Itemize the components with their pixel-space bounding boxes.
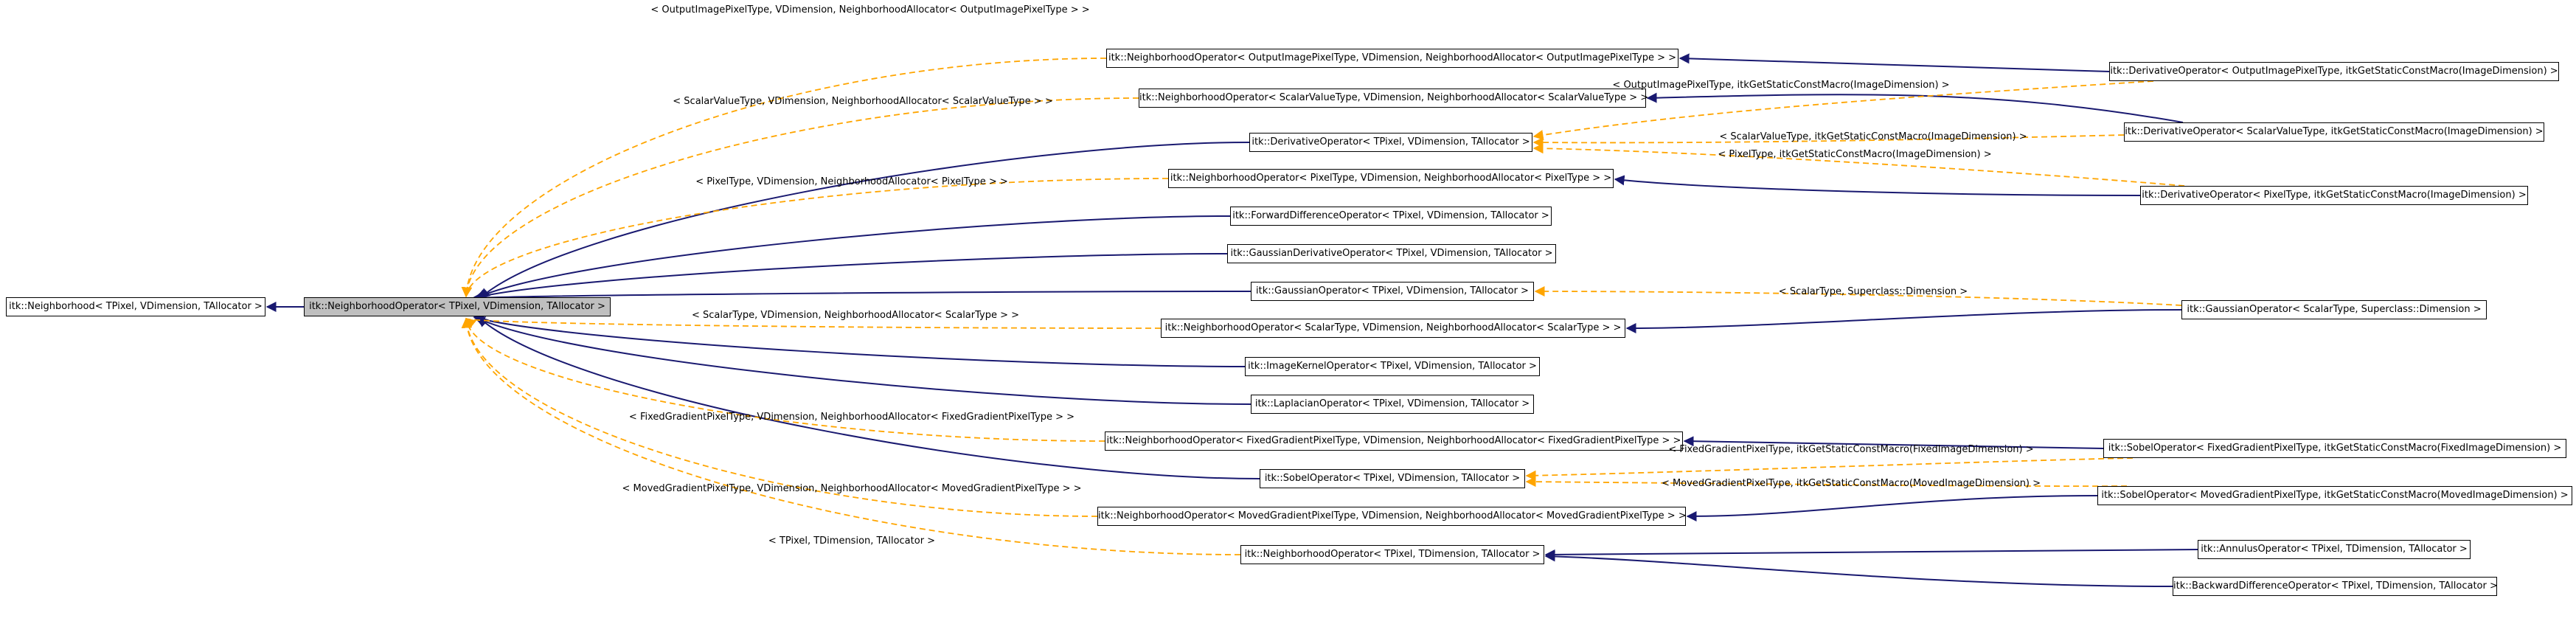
- edge-label-derivative-output: < OutputImagePixelType, itkGetStaticCons…: [1612, 80, 1950, 91]
- edge-inherit-no-scalar: [1625, 309, 2182, 333]
- edge-template-derivative-scalarvalue: [1532, 134, 2125, 148]
- node-derivative-operator-scalarvalue[interactable]: itk::DerivativeOperator< ScalarValueType…: [2124, 122, 2544, 142]
- node-derivative-operator[interactable]: itk::DerivativeOperator< TPixel, VDimens…: [1249, 133, 1532, 152]
- edge-inherit-derivative: [479, 142, 1250, 299]
- edge-inherit-laplacian: [474, 316, 1251, 405]
- edge-label-gaussian-scalar: < ScalarType, Superclass::Dimension >: [1778, 286, 1968, 297]
- edge-label-output: < OutputImagePixelType, VDimension, Neig…: [650, 4, 1090, 15]
- edge-inherit-sobel: [477, 316, 1260, 479]
- node-neighborhood-operator-output[interactable]: itk::NeighborhoodOperator< OutputImagePi…: [1106, 49, 1678, 68]
- node-neighborhood-operator[interactable]: itk::NeighborhoodOperator< TPixel, VDime…: [304, 297, 611, 316]
- edge-template-fixed: [462, 317, 1105, 442]
- node-laplacian-operator[interactable]: itk::LaplacianOperator< TPixel, VDimensi…: [1251, 395, 1534, 414]
- edge-label-pixel: < PixelType, VDimension, NeighborhoodAll…: [695, 176, 1008, 187]
- edge-inherit-image-kernel: [473, 314, 1246, 367]
- node-backward-difference-operator[interactable]: itk::BackwardDifferenceOperator< TPixel,…: [2173, 577, 2498, 596]
- edge-label-sobel-fixed: < FixedGradientPixelType, itkGetStaticCo…: [1668, 444, 2034, 455]
- edge-label-scalarvalue: < ScalarValueType, VDimension, Neighborh…: [673, 96, 1053, 107]
- node-gaussian-derivative-operator[interactable]: itk::GaussianDerivativeOperator< TPixel,…: [1227, 244, 1556, 263]
- edge-inherit-no-tdim-annulus: [1544, 549, 2198, 560]
- node-sobel-operator[interactable]: itk::SobelOperator< TPixel, VDimension, …: [1260, 469, 1525, 488]
- edge-label-derivative-scalarvalue: < ScalarValueType, itkGetStaticConstMacr…: [1719, 131, 2027, 142]
- edge-template-output: [461, 58, 1107, 298]
- node-neighborhood-operator-scalar[interactable]: itk::NeighborhoodOperator< ScalarType, V…: [1161, 319, 1625, 338]
- edge-label-fixed: < FixedGradientPixelType, VDimension, Ne…: [628, 412, 1075, 423]
- node-derivative-operator-output[interactable]: itk::DerivativeOperator< OutputImagePixe…: [2109, 62, 2559, 81]
- edge-inherit-no-pixel: [1614, 175, 2141, 196]
- edge-label-tdimension: < TPixel, TDimension, TAllocator >: [768, 535, 936, 547]
- edge-template-scalarvalue: [461, 97, 1139, 298]
- node-sobel-operator-moved[interactable]: itk::SobelOperator< MovedGradientPixelTy…: [2097, 486, 2572, 505]
- node-neighborhood-operator-scalarvalue[interactable]: itk::NeighborhoodOperator< ScalarValueTy…: [1139, 89, 1648, 108]
- node-derivative-operator-pixel[interactable]: itk::DerivativeOperator< PixelType, itkG…: [2140, 186, 2528, 205]
- edge-label-sobel-moved: < MovedGradientPixelType, itkGetStaticCo…: [1661, 478, 2041, 489]
- node-forward-difference-operator[interactable]: itk::ForwardDifferenceOperator< TPixel, …: [1230, 207, 1552, 226]
- edge-label-derivative-pixel: < PixelType, itkGetStaticConstMacro(Imag…: [1718, 149, 1992, 160]
- edge-inherit-no-output: [1678, 53, 2110, 72]
- node-sobel-operator-fixed[interactable]: itk::SobelOperator< FixedGradientPixelTy…: [2103, 439, 2566, 458]
- node-neighborhood[interactable]: itk::Neighborhood< TPixel, VDimension, T…: [6, 297, 265, 316]
- edge-inherit-no-moved: [1686, 495, 2098, 521]
- node-gaussian-operator[interactable]: itk::GaussianOperator< TPixel, VDimensio…: [1251, 282, 1534, 301]
- edge-template-moved: [461, 317, 1098, 517]
- edge-template-derivative-pixel: [1532, 143, 2185, 187]
- edge-template-scalar: [465, 318, 1162, 329]
- node-image-kernel-operator[interactable]: itk::ImageKernelOperator< TPixel, VDimen…: [1245, 357, 1540, 376]
- node-annulus-operator[interactable]: itk::AnnulusOperator< TPixel, TDimension…: [2198, 540, 2471, 559]
- node-neighborhood-operator-moved[interactable]: itk::NeighborhoodOperator< MovedGradient…: [1097, 507, 1687, 526]
- edge-inherit-no-fixed: [1683, 436, 2104, 449]
- edge-label-scalar: < ScalarType, VDimension, NeighborhoodAl…: [691, 310, 1020, 321]
- edge-inherit-gaussian: [471, 291, 1251, 303]
- node-neighborhood-operator-tdimension[interactable]: itk::NeighborhoodOperator< TPixel, TDime…: [1240, 545, 1544, 564]
- edge-inherit-gaussian-derivative: [473, 253, 1228, 301]
- node-gaussian-operator-scalar[interactable]: itk::GaussianOperator< ScalarType, Super…: [2181, 300, 2487, 319]
- edge-inherit-forward-difference: [475, 215, 1231, 299]
- edge-template-derivative-output: [1532, 80, 2154, 140]
- edge-inherit-no-tdim-backward: [1544, 551, 2173, 587]
- edge-template-sobel-fixed: [1525, 457, 2134, 481]
- node-neighborhood-operator-fixed[interactable]: itk::NeighborhoodOperator< FixedGradient…: [1105, 431, 1683, 451]
- edge-template-gaussian-scalar: [1534, 286, 2182, 306]
- edge-template-pixel: [462, 178, 1169, 298]
- edge-label-moved: < MovedGradientPixelType, VDimension, Ne…: [622, 483, 1082, 494]
- edge-inherit-no-scalarvalue: [1646, 92, 2184, 123]
- edge-template-sobel-moved: [1525, 476, 2128, 488]
- node-neighborhood-operator-pixel[interactable]: itk::NeighborhoodOperator< PixelType, VD…: [1168, 169, 1614, 188]
